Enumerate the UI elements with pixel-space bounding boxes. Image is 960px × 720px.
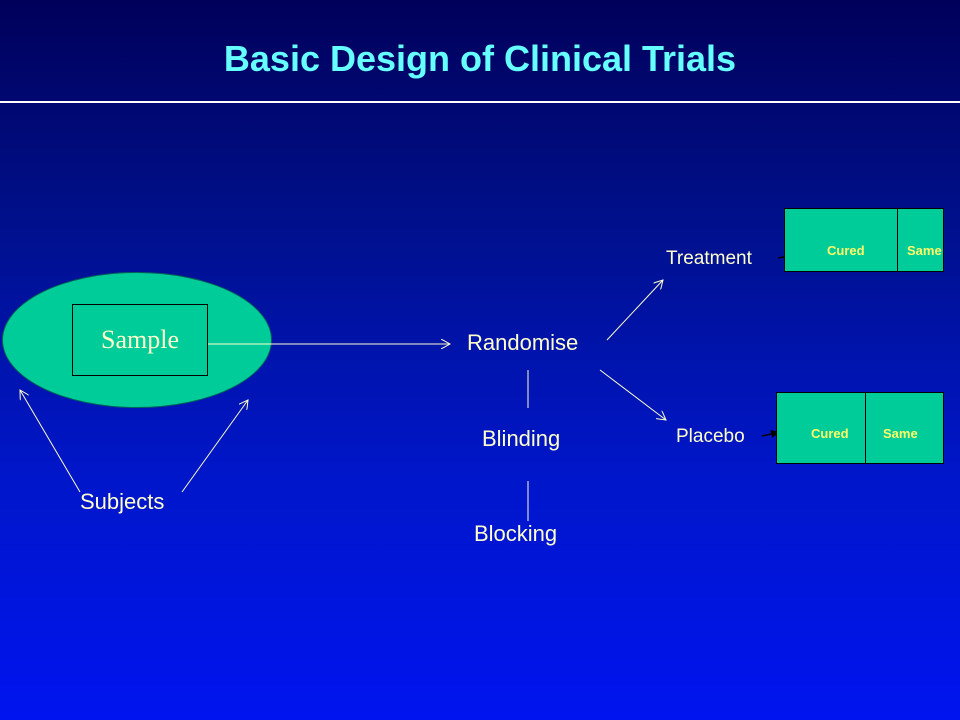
- subjects-right-arrow: [181, 400, 248, 493]
- blocking-label: Blocking: [474, 521, 558, 546]
- sample-label: Sample: [101, 325, 179, 354]
- placebo-outcome-divider: [865, 393, 866, 463]
- randomise-to-placebo-arrow: [599, 369, 666, 420]
- placebo-outcome-box: Cured Same: [776, 392, 944, 464]
- subjects-label: Subjects: [80, 489, 165, 514]
- placebo-cured-label: Cured: [811, 426, 849, 441]
- randomise-label: Randomise: [467, 330, 579, 355]
- placebo-label: Placebo: [676, 426, 745, 447]
- treatment-outcome-box: Cured Same: [784, 208, 944, 272]
- placebo-same-label: Same: [883, 426, 918, 441]
- blinding-label: Blinding: [482, 426, 561, 451]
- randomise-to-treatment-arrow: [606, 280, 663, 341]
- title-rule: [0, 101, 960, 103]
- treatment-label: Treatment: [666, 248, 752, 269]
- sample-box: Sample: [72, 304, 208, 376]
- slide-title: Basic Design of Clinical Trials: [223, 38, 737, 79]
- treatment-cured-label: Cured: [827, 243, 865, 258]
- treatment-same-label: Same: [907, 243, 942, 258]
- subjects-left-arrow: [20, 390, 81, 493]
- treatment-outcome-divider: [897, 209, 898, 271]
